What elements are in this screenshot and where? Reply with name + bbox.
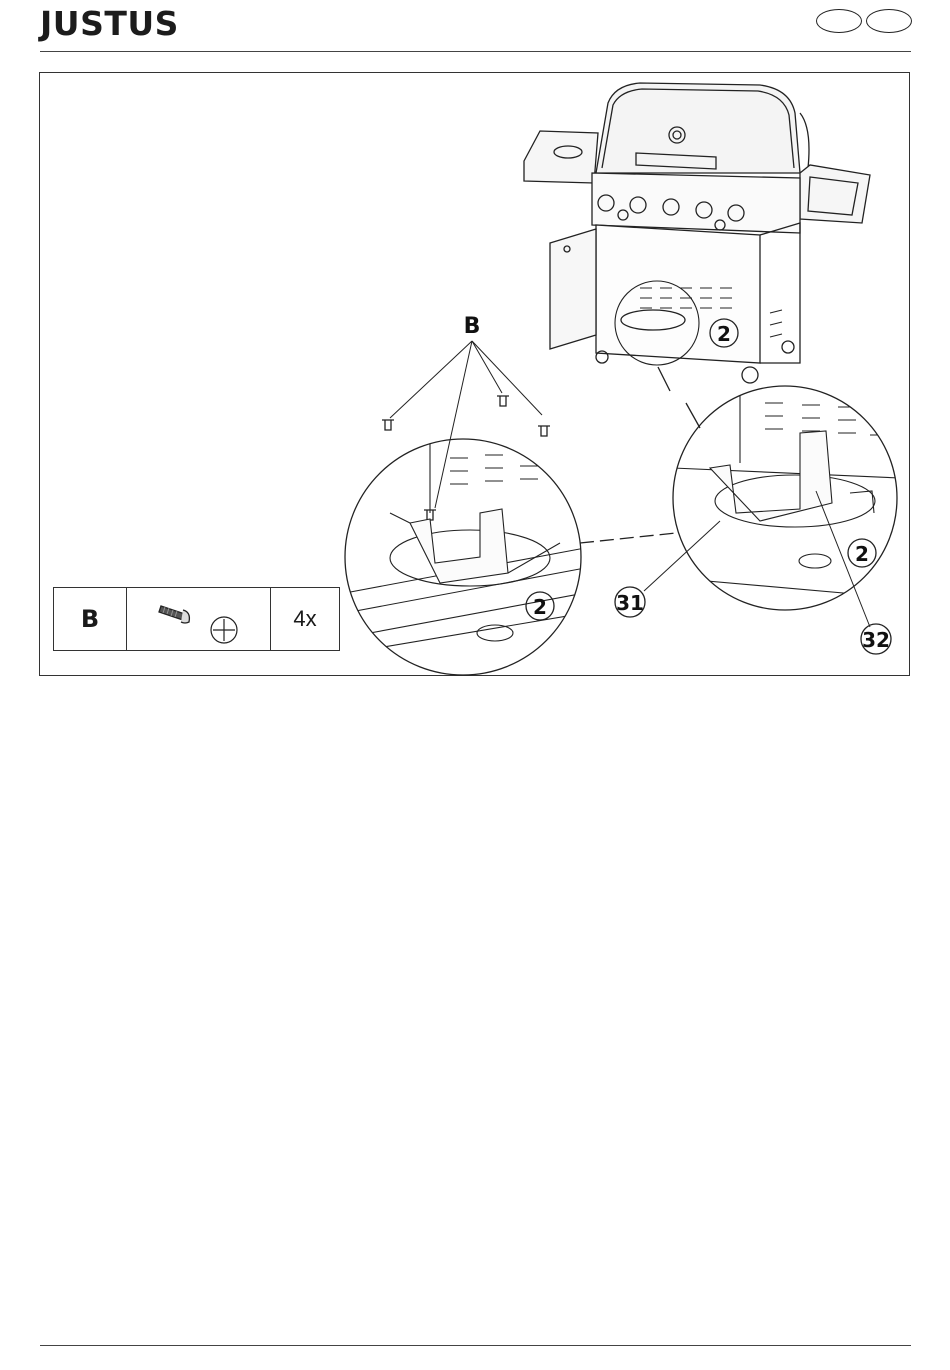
legend-quantity: 4x xyxy=(271,588,339,650)
grill-overview xyxy=(524,83,870,428)
screw-icon xyxy=(127,588,270,650)
callout-2-overview: 2 xyxy=(717,322,731,346)
parts-legend-table: B 4x xyxy=(53,587,340,651)
screw-label-B: B xyxy=(464,314,481,339)
zoom-detail-left xyxy=(345,439,581,675)
phillips-head-icon xyxy=(211,617,237,643)
callout-2-left: 2 xyxy=(533,595,547,619)
zoom-detail-right xyxy=(673,386,897,610)
callout-2-right: 2 xyxy=(855,542,869,566)
brand-logo: JUSTUS xyxy=(40,4,179,43)
legend-screw-image xyxy=(127,588,271,650)
language-flags xyxy=(816,9,912,33)
callout-32: 32 xyxy=(862,628,890,652)
assembly-figure-frame: 2 B xyxy=(39,72,910,676)
legend-part-letter: B xyxy=(54,588,127,650)
footer-divider xyxy=(40,1345,911,1346)
flag-oval-2 xyxy=(866,9,912,33)
header-divider xyxy=(40,51,911,52)
callout-31: 31 xyxy=(616,591,644,615)
flag-oval-1 xyxy=(816,9,862,33)
